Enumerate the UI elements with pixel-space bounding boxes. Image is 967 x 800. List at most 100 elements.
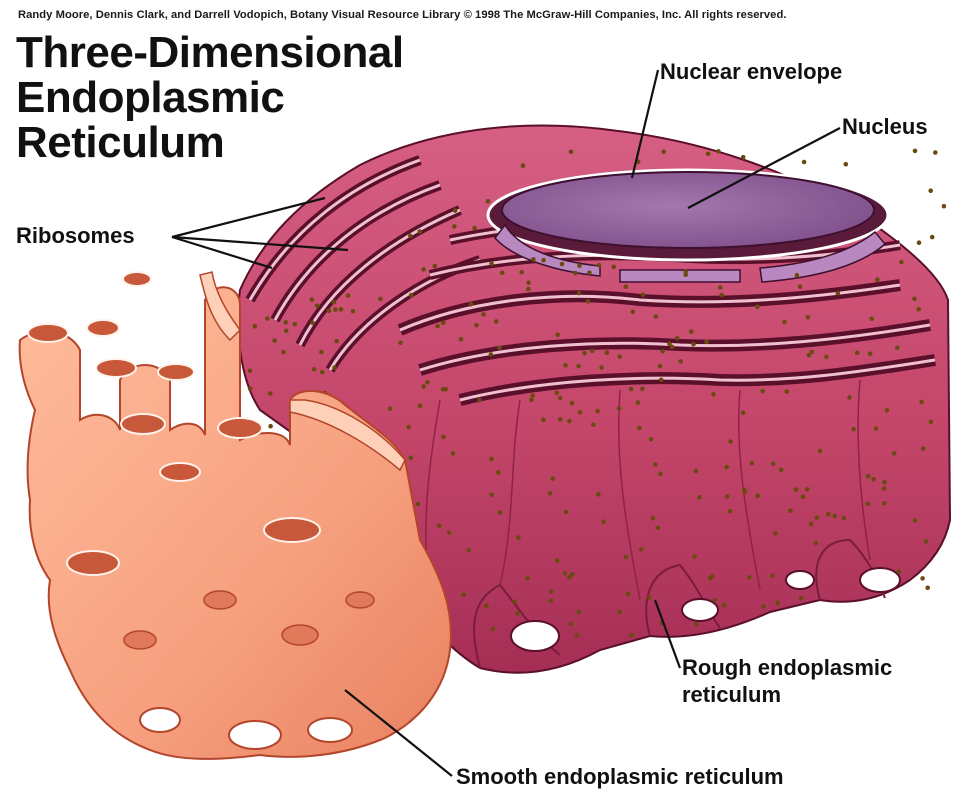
ribosome-dot [378,297,383,302]
ribosome-dot [866,474,871,479]
ribosome-dot [421,267,426,272]
ribosome-dot [541,258,546,263]
ribosome-dot [284,329,289,334]
ribosome-dot [596,492,601,497]
ribosome-dot [704,340,709,345]
ribosome-dot [481,312,486,317]
ribosome-dot [917,240,922,245]
ribosome-dot [801,495,806,500]
ribosome-dot [597,263,602,268]
ribosome-dot [451,451,456,456]
ribosome-dot [824,355,829,360]
ribosome-dot [421,384,426,389]
ribosome-dot [916,307,921,312]
ribosome-dot [530,393,535,398]
ribosome-dot [595,409,600,414]
ribosome-dot [484,604,489,609]
ribosome-dot [708,576,713,581]
ribosome-dot [617,354,622,359]
ribosome-dot [558,396,563,401]
ribosome-dot [924,539,929,544]
ribosome-dot [575,633,580,638]
ribosome-dot [587,271,592,276]
ribosome-dot [658,472,663,477]
ribosome-dot [312,367,317,372]
ribosome-dot [742,488,747,493]
title-line-1: Three-Dimensional [16,30,404,75]
ribosome-dot [659,378,664,383]
ribosome-dot [654,314,659,319]
ribosome-dot [591,423,596,428]
ribosome-dot [637,426,642,431]
ribosome-dot [770,573,775,578]
label-rough-er-line-2: reticulum [682,681,892,708]
ribosome-dot [418,229,423,234]
ribosome-dot [897,569,902,574]
ribosome-dot [675,336,680,341]
ribosome-dot [529,398,534,403]
ribosome-dot [713,598,718,603]
ribosome-dot [875,277,880,282]
ribosome-dot [624,555,629,560]
ribosome-dot [567,419,572,424]
ribosome-dot [629,633,634,638]
ribosome-dot [265,316,270,321]
ribosome-dot [576,364,581,369]
ribosome-dot [795,273,800,278]
title-line-3: Reticulum [16,120,404,165]
label-nuclear-envelope: Nuclear envelope [660,58,842,85]
ribosome-dot [794,487,799,492]
ribosome-dot [569,150,574,155]
ribosome-dot [549,589,554,594]
ribosome-dot [346,293,351,298]
ribosome-dot [339,307,344,312]
ribosome-dot [497,346,502,351]
ribosome-dot [599,365,604,370]
ribosome-dot [253,324,258,329]
ribosome-dot [741,155,746,160]
ribosome-dot [656,526,661,531]
ribosome-dot [563,363,568,368]
ribosome-dot [268,391,273,396]
ribosome-dot [689,329,694,334]
ribosome-dot [851,427,856,432]
ribosome-dot [629,387,634,392]
ribosome-dot [334,339,339,344]
ribosome-dot [573,271,578,276]
label-rough-er: Rough endoplasmic reticulum [682,654,892,708]
ribosome-dot [466,548,471,553]
ribosome-dot [806,315,811,320]
ribosome-dot [489,493,494,498]
ribosome-dot [459,337,464,342]
ribosome-dot [558,417,563,422]
ribosome-dot [660,349,665,354]
ribosome-dot [626,592,631,597]
ribosome-dot [720,293,725,298]
ribosome-dot [496,470,501,475]
ribosome-dot [716,149,721,154]
ribosome-dot [617,406,622,411]
ribosome-dot [570,572,575,577]
ribosome-dot [477,398,482,403]
ribosome-dot [469,302,474,307]
ribosome-dot [310,321,315,326]
ribosome-dot [895,345,900,350]
ribosome-dot [697,495,702,500]
ribosome-dot [913,149,918,154]
ribosome-dot [809,522,814,527]
ribosome-dot [747,575,752,580]
ribosome-dot [408,234,413,239]
ribosome-dot [437,523,442,528]
ribosome-dot [563,571,568,576]
ribosome-dot [636,400,641,405]
ribosome-dot [452,224,457,229]
ribosome-dot [327,309,332,314]
ribosome-dot [882,486,887,491]
ribosome-dot [771,461,776,466]
ribosome-dot [409,455,414,460]
ribosome-dot [319,350,324,355]
ribosome-dot [577,291,582,296]
ribosome-dot [281,350,286,355]
ribosome-dot [569,622,574,627]
ribosome-dot [453,208,458,213]
